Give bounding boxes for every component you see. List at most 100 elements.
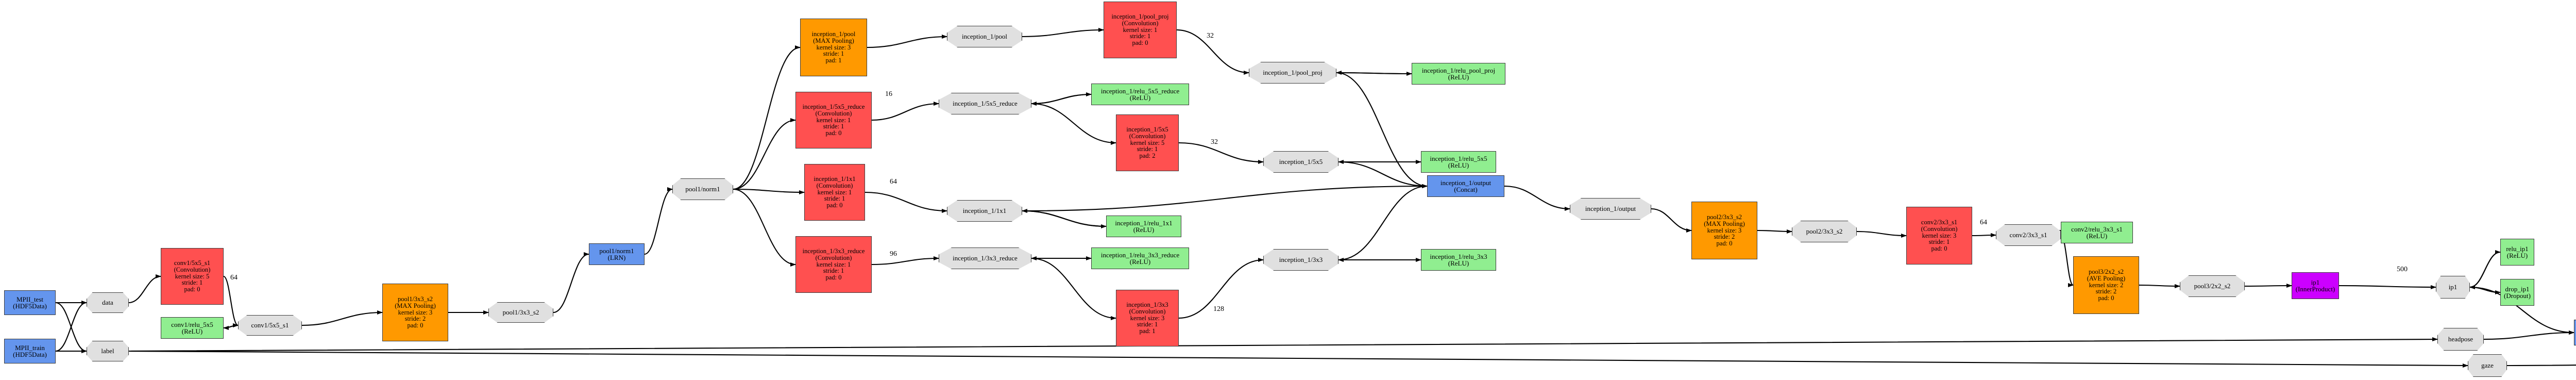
graph-node-inception_1_1x1[interactable]: inception_1/1x1(Convolution)kernel size:… [804, 164, 865, 221]
edge-label-e_pool_proj_32: 32 [1207, 32, 1214, 40]
node-label-line: inception_1/pool [811, 30, 856, 38]
node-label-line: conv2/3x3_s1 [2009, 231, 2047, 239]
graph-node-blob_pool3_2x2_s2[interactable]: pool3/2x2_s2 [2180, 275, 2245, 297]
node-label-line: (LRN) [607, 254, 626, 261]
graph-node-inception_1_relu_1x1[interactable]: inception_1/relu_1x1(ReLU) [1106, 216, 1181, 237]
graph-node-blob_inception_1_pool_proj[interactable]: inception_1/pool_proj [1249, 62, 1336, 84]
graph-edge [1972, 233, 1996, 238]
graph-edge [2469, 250, 2501, 288]
graph-node-blob_inception_1_5x5[interactable]: inception_1/5x5 [1263, 151, 1338, 173]
graph-edge [733, 188, 805, 194]
graph-node-drop_ip1[interactable]: drop_ip1(Dropout) [2500, 279, 2534, 306]
graph-edge [644, 187, 673, 255]
graph-node-blob_inception_1_1x1[interactable]: inception_1/1x1 [947, 200, 1022, 222]
graph-edge [223, 324, 239, 330]
node-label-line: (ReLU) [1448, 73, 1469, 81]
graph-node-mpii_test[interactable]: MPII_test(HDF5Data) [4, 290, 56, 315]
graph-node-blob_inception_1_output[interactable]: inception_1/output [1570, 198, 1651, 220]
node-label-line: gaze [2481, 361, 2494, 370]
node-label-line: inception_1/pool_proj [1263, 69, 1323, 77]
graph-node-inception_1_relu_3x3_reduce[interactable]: inception_1/relu_3x3_reduce(ReLU) [1091, 247, 1189, 269]
graph-node-inception_1_output[interactable]: inception_1/output(Concat) [1427, 175, 1504, 197]
node-label-line: stride: 2 [2095, 288, 2117, 295]
graph-node-conv2_relu_3x3_s1[interactable]: conv2/relu_3x3_s1(ReLU) [2061, 222, 2133, 243]
node-label-line: (ReLU) [1448, 259, 1469, 267]
graph-node-conv1_relu_5x5[interactable]: conv1/relu_5x5(ReLU) [161, 317, 224, 339]
graph-node-blob_inception_1_3x3_reduce[interactable]: inception_1/3x3_reduce [939, 247, 1031, 269]
graph-node-blob_inception_1_5x5_reduce[interactable]: inception_1/5x5_reduce [939, 93, 1031, 114]
node-label-line: inception_1/5x5 [1279, 158, 1323, 166]
node-label-line: data [102, 299, 113, 307]
node-label-line: inception_1/3x3_reduce [953, 254, 1018, 262]
graph-node-blob_data[interactable]: data [87, 292, 129, 313]
graph-node-blob_inception_1_3x3[interactable]: inception_1/3x3 [1263, 249, 1338, 271]
graph-node-blob_gaze[interactable]: gaze [2468, 354, 2507, 377]
graph-node-relu_ip1[interactable]: relu_ip1(ReLU) [2500, 239, 2534, 266]
graph-edge [1022, 184, 1428, 212]
graph-node-blob_inception_1_pool[interactable]: inception_1/pool [947, 26, 1022, 47]
edge-label-e_3x3_128: 128 [1213, 305, 1224, 313]
graph-node-mpii_train[interactable]: MPII_train(HDF5Data) [4, 339, 56, 364]
node-label-line: stride: 1 [1129, 32, 1151, 40]
graph-edge [1338, 161, 1428, 188]
graph-edge [128, 350, 2468, 368]
graph-edge [733, 118, 796, 190]
graph-edge [1336, 71, 1412, 76]
node-label-line: kernel size: 5 [1130, 139, 1165, 146]
node-label-line: stride: 1 [823, 123, 844, 130]
graph-node-concat_headpose_eyeappearance[interactable]: concat_headpose_eyeappearance(Concat) [2574, 320, 2576, 345]
graph-node-blob_conv1_5x5_s1[interactable]: conv1/5x5_s1 [238, 315, 302, 336]
node-label-line: inception_1/3x3 [1279, 256, 1323, 264]
graph-node-inception_1_relu_3x3[interactable]: inception_1/relu_3x3(ReLU) [1421, 249, 1496, 271]
graph-node-inception_1_5x5[interactable]: inception_1/5x5(Convolution)kernel size:… [1116, 114, 1179, 171]
graph-edge [1022, 28, 1104, 38]
node-label-line: inception_1/5x5 [1126, 126, 1168, 134]
graph-node-blob_pool1_norm1[interactable]: pool1/norm1 [672, 178, 733, 200]
node-label-line: (AVE Pooling) [2087, 274, 2126, 282]
graph-node-inception_1_pool_proj[interactable]: inception_1/pool_proj(Convolution)kernel… [1104, 2, 1177, 58]
node-label-line: MPII_train [15, 343, 45, 352]
graph-edge [1031, 92, 1092, 105]
graph-node-blob_headpose[interactable]: headpose [2437, 328, 2484, 351]
graph-node-blob_label[interactable]: label [87, 341, 129, 361]
node-label-line: inception_1/relu_pool_proj [1421, 66, 1496, 74]
node-label-line: inception_1/5x5_reduce [802, 103, 865, 111]
graph-node-blob_conv2_3x3_s1[interactable]: conv2/3x3_s1 [1996, 224, 2061, 246]
node-label-line: pool1/norm1 [685, 185, 720, 193]
graph-edge [867, 35, 947, 48]
graph-node-ip1[interactable]: ip1(InnerProduct) [2292, 272, 2339, 299]
node-label-line: inception_1/output [1585, 205, 1636, 213]
graph-node-inception_1_relu_pool_proj[interactable]: inception_1/relu_pool_proj(ReLU) [1412, 63, 1505, 85]
node-label-line: (ReLU) [1129, 94, 1151, 102]
graph-node-inception_1_5x5_reduce[interactable]: inception_1/5x5_reduce(Convolution)kerne… [795, 92, 872, 148]
graph-edge [1336, 71, 1412, 75]
graph-node-inception_1_relu_5x5[interactable]: inception_1/relu_5x5(ReLU) [1421, 151, 1496, 173]
graph-node-inception_1_pool[interactable]: inception_1/pool(MAX Pooling)kernel size… [800, 19, 867, 76]
node-label-line: label [101, 347, 114, 355]
graph-edge [871, 256, 939, 266]
node-label-line: (ReLU) [2086, 232, 2108, 240]
graph-edge [871, 102, 939, 121]
node-label-line: pool3/2x2_s2 [2088, 268, 2124, 276]
graph-node-inception_1_3x3_reduce[interactable]: inception_1/3x3_reduce(Convolution)kerne… [795, 236, 872, 293]
graph-node-blob_ip1[interactable]: ip1 [2436, 276, 2470, 299]
graph-node-blob_pool1_3x3_s2[interactable]: pool1/3x3_s2 [488, 302, 553, 323]
node-label-line: ip1 [2311, 278, 2320, 286]
node-label-line: inception_1/3x3 [1126, 301, 1168, 309]
node-label-line: pad: 0 [2098, 294, 2114, 302]
graph-node-inception_1_relu_5x5_reduce[interactable]: inception_1/relu_5x5_reduce(ReLU) [1091, 84, 1189, 105]
graph-edge [301, 310, 383, 326]
graph-node-pool1_norm1[interactable]: pool1/norm1(LRN) [589, 243, 645, 265]
node-label-line: kernel size: 1 [817, 188, 852, 196]
node-label-line: conv1/5x5_s1 [251, 321, 289, 329]
graph-node-inception_1_3x3[interactable]: inception_1/3x3(Convolution)kernel size:… [1116, 290, 1179, 346]
node-label-line: pad: 0 [825, 274, 842, 282]
node-label-line: (MAX Pooling) [395, 302, 436, 309]
node-label-line: (InnerProduct) [2295, 285, 2335, 293]
graph-node-blob_pool2_3x3_s2[interactable]: pool2/3x3_s2 [1792, 221, 1857, 242]
